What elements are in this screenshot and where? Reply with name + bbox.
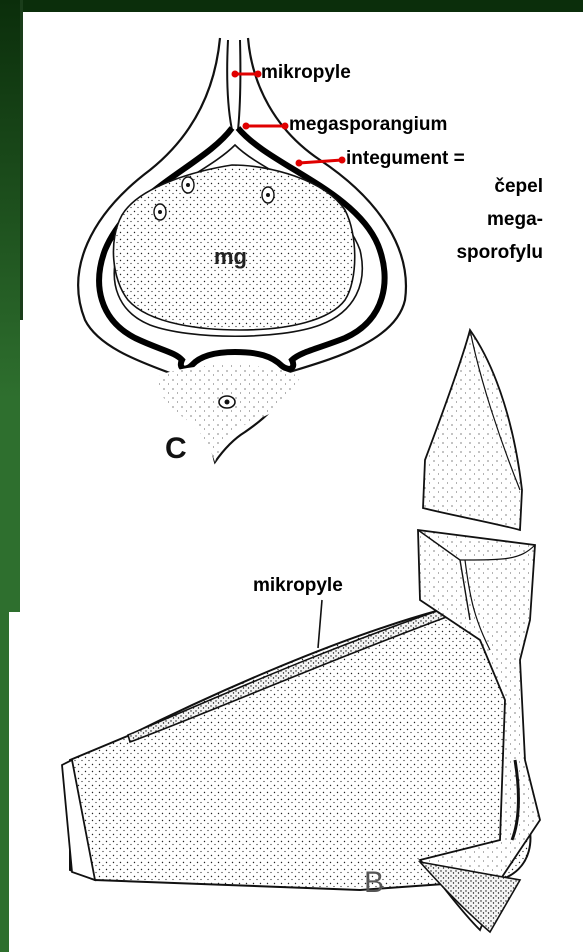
label-mega: mega- — [487, 209, 543, 231]
label-megasporangium: megasporangium — [289, 114, 447, 136]
label-figure-c: C — [165, 432, 187, 466]
left-dark-block — [20, 0, 23, 320]
label-mikropyle-bottom: mikropyle — [253, 575, 343, 597]
mikropyle-bottom-pointer — [318, 600, 322, 648]
label-cepel: čepel — [494, 176, 543, 198]
label-sporofylu: sporofylu — [456, 242, 543, 264]
label-mg: mg — [214, 244, 247, 270]
left-green-strip — [0, 612, 9, 952]
label-mikropyle-top: mikropyle — [261, 62, 351, 84]
sporophyll-tip — [423, 330, 522, 530]
megasporophyll-figure — [62, 330, 540, 932]
top-green-bar — [0, 0, 583, 12]
seed-body — [70, 609, 530, 890]
label-figure-b: B — [364, 866, 384, 900]
label-integument: integument = — [346, 148, 465, 170]
left-green-bar — [0, 0, 20, 612]
